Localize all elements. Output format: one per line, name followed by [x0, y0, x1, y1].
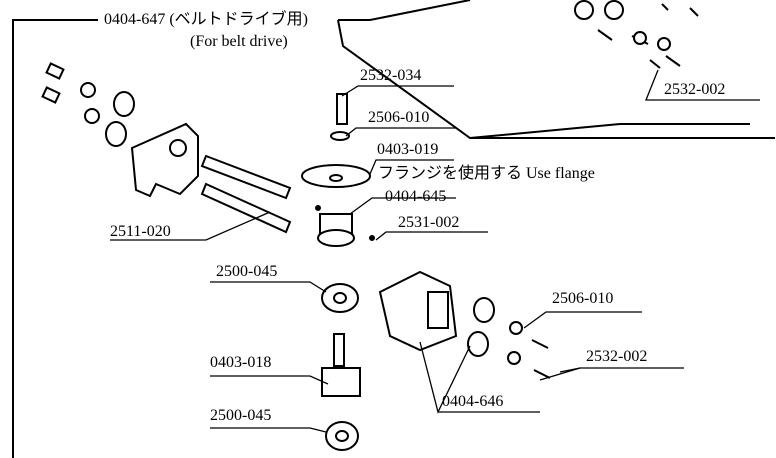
part-label-2506-010-right: 2506-010: [552, 290, 614, 307]
left-housing: [130, 122, 199, 198]
right-housing: [378, 270, 551, 379]
left-screws: [41, 62, 135, 147]
top-right-parts: [574, 0, 699, 69]
assembly-subtitle: (For belt drive): [190, 33, 288, 50]
shafts: [200, 154, 292, 234]
center-stack: [301, 93, 375, 451]
part-label-2506-010-top: 2506-010: [368, 109, 430, 126]
part-label-2500-045-bottom: 2500-045: [210, 407, 272, 424]
flange-note: フランジを使用する Use flange: [378, 165, 595, 182]
part-label-0403-018: 0403-018: [210, 354, 272, 371]
part-label-0404-645: 0404-645: [385, 188, 447, 205]
part-label-0404-646: 0404-646: [442, 393, 504, 410]
leader-lines: [110, 69, 760, 433]
part-label-2511-020: 2511-020: [110, 223, 171, 240]
assembly-border: [12, 19, 98, 458]
part-label-2531-002: 2531-002: [398, 214, 460, 231]
part-label-2532-002-right: 2532-002: [586, 348, 648, 365]
part-label-2532-002-top: 2532-002: [664, 81, 726, 98]
assembly-border-right: [337, 0, 775, 139]
part-label-2532-034: 2532-034: [360, 67, 422, 84]
assembly-title: 0404-647 (ベルトドライブ用): [104, 11, 308, 28]
part-label-0403-019: 0403-019: [377, 141, 439, 158]
top-section-divider: [469, 123, 750, 139]
part-label-2500-045-top: 2500-045: [216, 263, 278, 280]
